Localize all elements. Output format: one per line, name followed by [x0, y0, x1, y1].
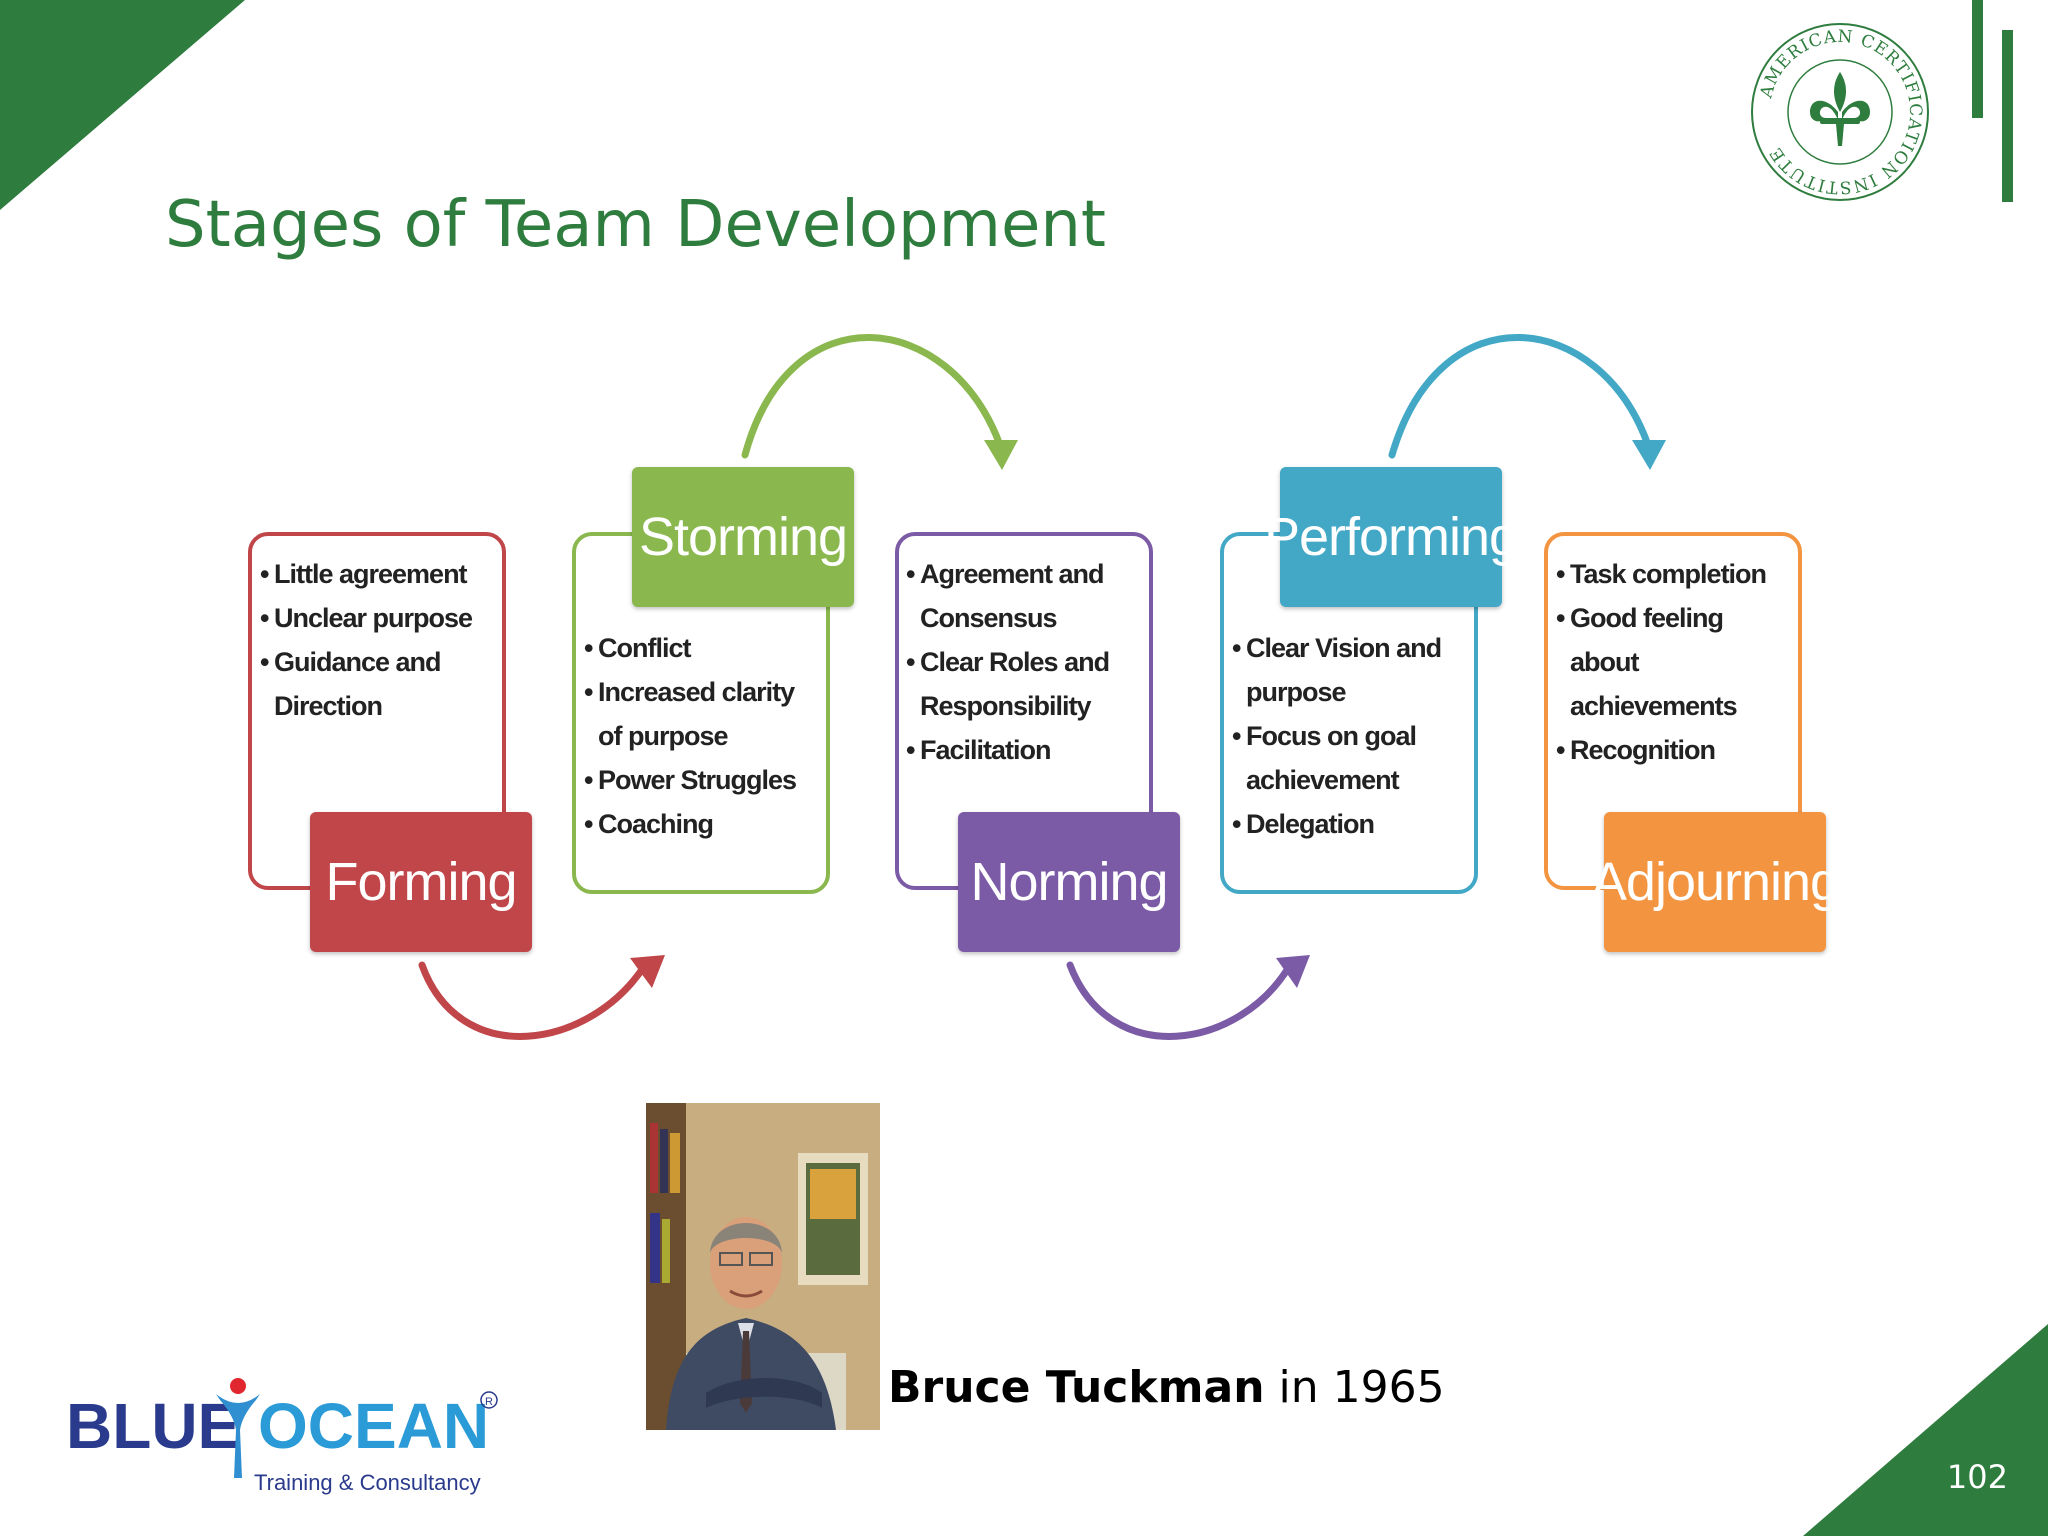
caption-year: in 1965: [1264, 1362, 1445, 1413]
arrow-forming-to-storming: [418, 961, 649, 1040]
team-development-diagram: Little agreement Unclear purpose Guidanc…: [160, 310, 1900, 1090]
stage-label-storming: Storming: [632, 467, 854, 607]
arrowhead: [1276, 955, 1310, 988]
stage-label-performing: Performing: [1264, 467, 1519, 607]
stage-item: Task completion: [1556, 552, 1792, 596]
registered-mark: R: [485, 1396, 493, 1408]
svg-text:AMERICAN CERTIFICATION INSTITU: AMERICAN CERTIFICATION INSTITUTE: [1756, 27, 1925, 198]
stage-items-storming: Conflict Increased clarity of purpose Po…: [584, 626, 820, 846]
photo-caption: Bruce Tuckman in 1965: [888, 1362, 1445, 1413]
corner-triangle-bottom-right: [1803, 1324, 2048, 1536]
stage-item: Little agreement: [260, 552, 490, 596]
stage-label-adjourning: Adjourning: [1591, 812, 1840, 952]
slide-title: Stages of Team Development: [165, 188, 1106, 262]
arrow-storming-to-norming: [741, 334, 1004, 459]
stage-item: Unclear purpose: [260, 596, 490, 640]
stage-label-forming: Forming: [310, 812, 532, 952]
accent-bar: [1972, 0, 1983, 118]
stage-item: Clear Vision and purpose: [1232, 626, 1468, 714]
corner-triangle-top-left: [0, 0, 245, 210]
arrow-norming-to-performing: [1066, 961, 1294, 1040]
stage-item: Delegation: [1232, 802, 1468, 846]
stage-item: Recognition: [1556, 728, 1792, 772]
accent-bar: [2002, 30, 2013, 202]
caption-name: Bruce Tuckman: [888, 1362, 1265, 1413]
logo-word1: BLUE: [66, 1390, 240, 1462]
logo-tagline: Training & Consultancy: [254, 1470, 481, 1495]
stage-item: Clear Roles and Responsibility: [906, 640, 1146, 728]
stage-items-forming: Little agreement Unclear purpose Guidanc…: [260, 552, 490, 728]
bruce-tuckman-photo: [646, 1103, 880, 1430]
stage-item: Conflict: [584, 626, 820, 670]
stage-item: Agreement and Consensus: [906, 552, 1146, 640]
stage-item: Coaching: [584, 802, 820, 846]
arrowhead: [984, 440, 1018, 470]
stage-item: Increased clarity of purpose: [584, 670, 820, 758]
fleur-de-lis-icon: [1810, 72, 1870, 146]
certification-seal-logo: AMERICAN CERTIFICATION INSTITUTE: [1751, 23, 1929, 201]
page-number: 102: [1946, 1458, 2008, 1496]
arrowhead: [630, 955, 665, 988]
stage-item: Focus on goal achievement: [1232, 714, 1468, 802]
stage-item: Good feeling about achievements: [1556, 596, 1792, 728]
person-icon: [216, 1378, 260, 1478]
stage-items-performing: Clear Vision and purpose Focus on goal a…: [1232, 626, 1468, 846]
stage-item: Guidance and Direction: [260, 640, 490, 728]
logo-word2: OCEAN: [258, 1390, 489, 1462]
stage-item: Facilitation: [906, 728, 1146, 772]
portrait-image: [646, 1103, 880, 1430]
stage-item: Power Struggles: [584, 758, 820, 802]
stage-label-norming: Norming: [958, 812, 1180, 952]
stage-items-norming: Agreement and Consensus Clear Roles and …: [906, 552, 1146, 772]
arrowhead: [1632, 440, 1666, 470]
blue-ocean-logo: BLUE OCEAN R Training & Consultancy: [66, 1378, 498, 1495]
seal-text: AMERICAN CERTIFICATION INSTITUTE: [1756, 27, 1924, 198]
stage-arrows: [418, 334, 1666, 1040]
stage-items-adjourning: Task completion Good feeling about achie…: [1556, 552, 1792, 772]
arrow-performing-to-adjourning: [1388, 334, 1652, 459]
